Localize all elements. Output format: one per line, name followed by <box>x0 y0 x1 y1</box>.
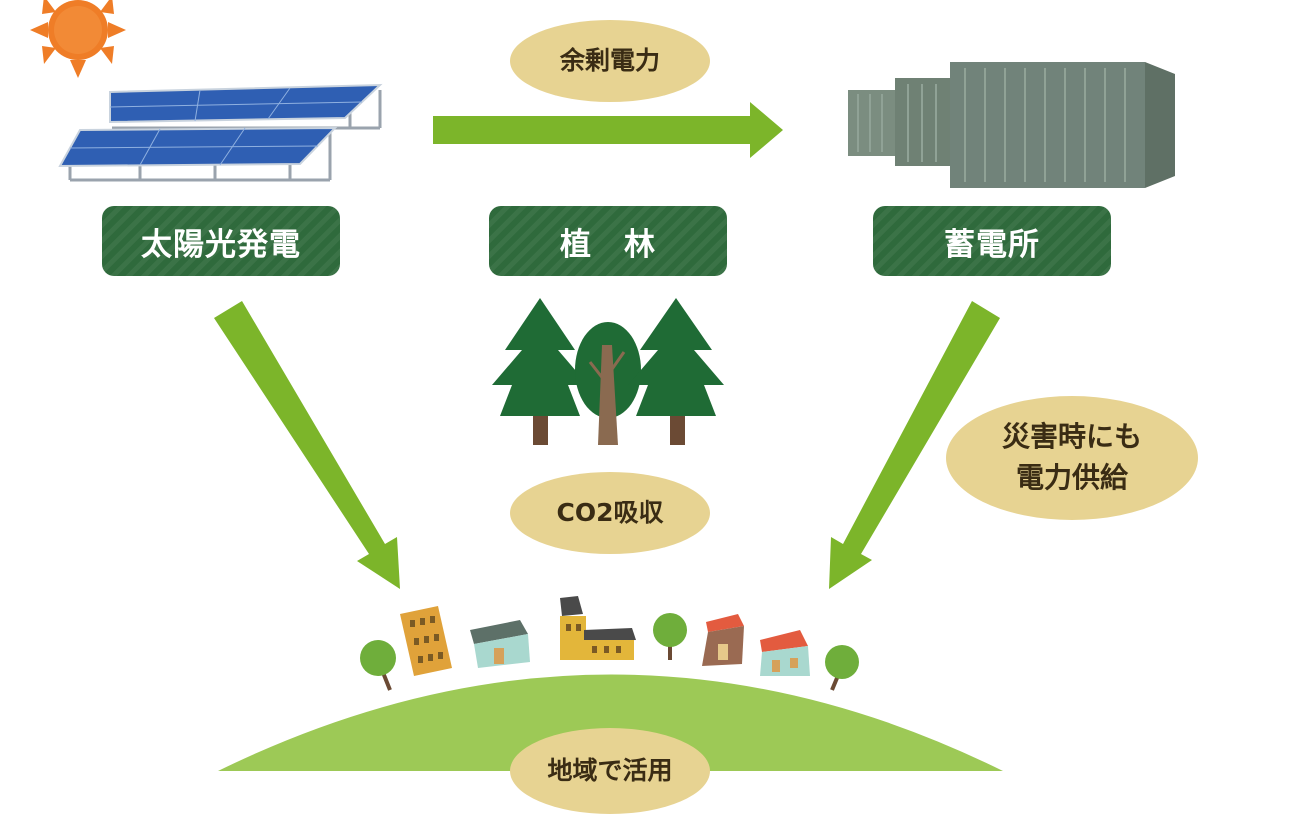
disaster-badge-line1: 災害時にも <box>1001 420 1142 454</box>
tree-icon <box>825 645 859 691</box>
arrow-icon <box>829 301 1000 589</box>
tree-icon <box>628 298 724 445</box>
house-icon <box>702 614 744 666</box>
local-use-badge: 地域で活用 <box>510 728 710 814</box>
sun-icon <box>30 0 126 78</box>
co2-absorption-badge: CO2吸収 <box>510 472 710 554</box>
tree-icon <box>492 298 588 445</box>
house-icon <box>760 630 810 676</box>
disaster-badge-line2: 電力供給 <box>1015 461 1128 494</box>
arrow-icon <box>214 301 400 589</box>
tree-icon <box>653 613 687 660</box>
house-icon <box>470 620 530 668</box>
afforestation-label: 植 林 <box>489 206 727 276</box>
disaster-power-badge: 災害時にも 電力供給 <box>946 396 1198 520</box>
house-icon <box>400 606 452 676</box>
hill <box>218 674 1003 771</box>
solar-panel-icon <box>58 83 383 182</box>
tree-icon <box>360 640 396 691</box>
tree-icon <box>575 322 641 445</box>
container-icon <box>848 62 1175 188</box>
house-icon <box>560 596 636 660</box>
surplus-power-badge: 余剰電力 <box>510 20 710 102</box>
solar-power-label: 太陽光発電 <box>102 206 340 276</box>
storage-station-label: 蓄電所 <box>873 206 1111 276</box>
arrow-icon <box>433 102 783 158</box>
town <box>360 596 859 691</box>
